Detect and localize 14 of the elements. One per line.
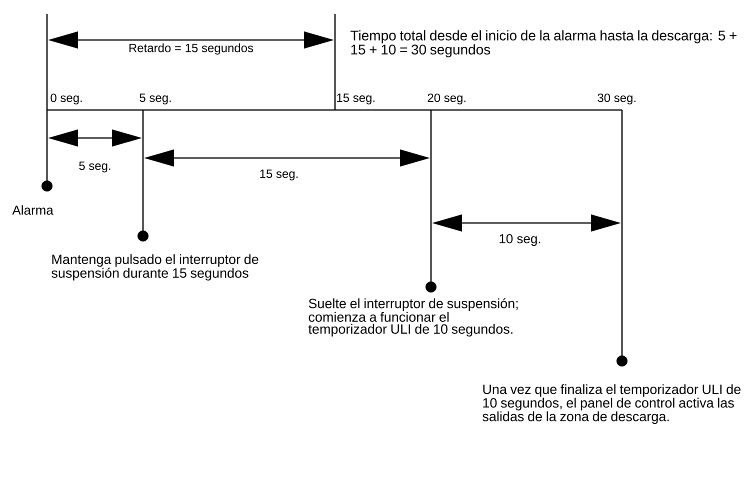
note-text: Una vez que finaliza el temporizador ULI de 10 segundos, el panel de control activa las salidas de la zona de descarga.	[482, 384, 741, 424]
note-text: Mantenga pulsado el interruptor de suspensión durante 15 segundos	[52, 254, 258, 281]
dimension-label: Retardo = 15 segundos	[129, 43, 254, 55]
dimension-label: 5 seg.	[79, 162, 110, 172]
tick-label: 5 seg.	[140, 94, 171, 104]
note-text: Suelte el interruptor de suspensión; comienza a funcionar el temporizador ULI de 10 segundos.	[308, 298, 518, 337]
tick-label: 20 seg.	[428, 94, 466, 104]
dimension-label: 10 seg.	[500, 234, 540, 246]
tick-label: 15 seg.	[337, 94, 374, 104]
event-label: Alarma	[12, 205, 54, 215]
note-text: Tiempo total desde el inicio de la alarma hasta la descarga: 5 + 15 + 10 = 30 segundos	[350, 30, 736, 58]
tick-label: 0 seg.	[50, 94, 82, 104]
tick-label: 30 seg.	[598, 94, 636, 104]
dimension-label: 15 seg.	[260, 170, 298, 180]
